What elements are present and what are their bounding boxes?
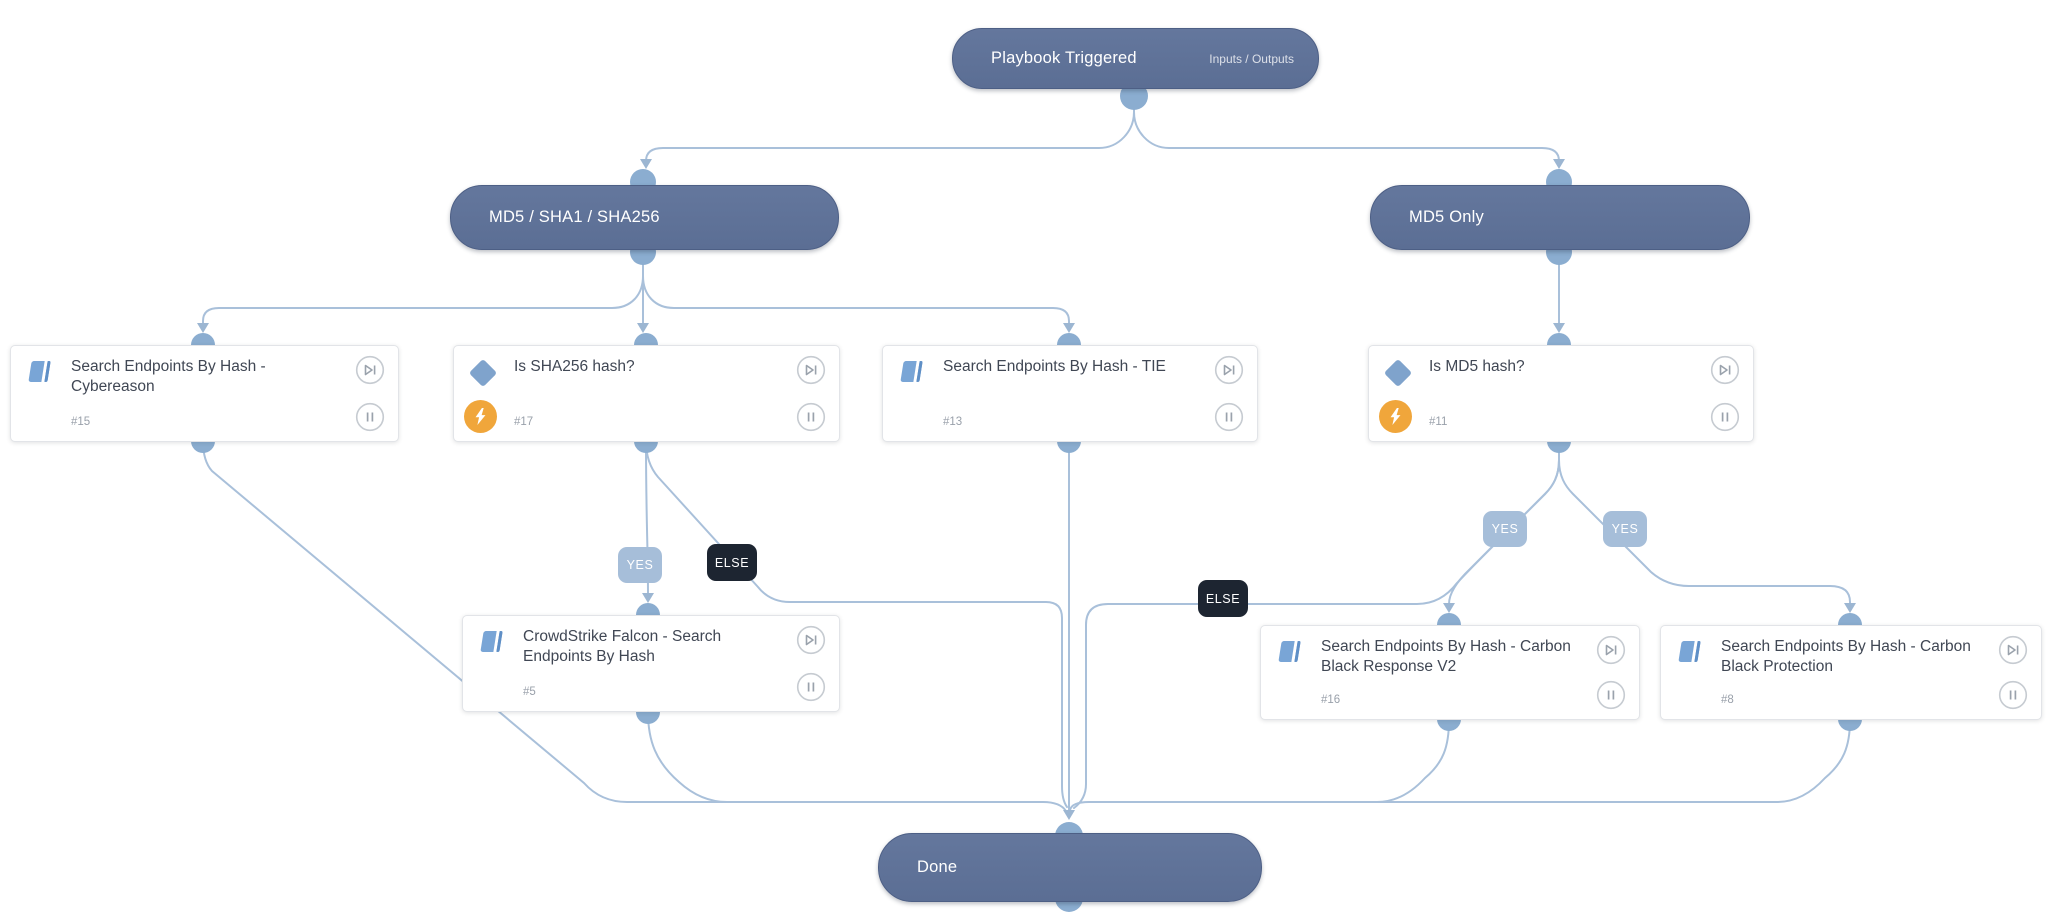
edge-label-yes-md5-protection: YES [1603,511,1647,547]
arrowhead [637,323,649,333]
task-id: #11 [1429,416,1448,428]
book-icon [898,359,926,385]
book-icon [1276,639,1304,665]
task-id: #13 [943,416,963,428]
edge-branch-to-tie [642,251,1070,328]
edge-md5-yes-protection [1558,440,1851,608]
edge-label-else-md5: ELSE [1198,580,1248,617]
arrowhead [1844,603,1856,613]
edge-response-to-done [1069,719,1450,811]
task-card-carbon-black-protection[interactable]: Search Endpoints By Hash - Carbon Black … [1660,625,2042,720]
book-icon [478,629,506,655]
pause-task-icon[interactable] [796,672,826,702]
inputs-outputs-link[interactable]: Inputs / Outputs [1209,51,1294,66]
branch-md5-sha1-sha256-label: MD5 / SHA1 / SHA256 [489,208,660,226]
task-title: CrowdStrike Falcon - Search Endpoints By… [523,628,722,665]
branch-md5-only-label: MD5 Only [1409,208,1484,226]
pause-task-icon[interactable] [1710,402,1740,432]
task-card-search-cybereason[interactable]: Search Endpoints By Hash - Cybereason #1… [10,345,399,442]
book-icon [26,359,54,385]
arrowhead [640,159,652,169]
task-title: Search Endpoints By Hash - Cybereason [71,358,266,395]
task-card-search-tie[interactable]: Search Endpoints By Hash - TIE #13 [882,345,1258,442]
diamond-condition-icon [468,358,498,388]
diamond-condition-icon [1383,358,1413,388]
pause-task-icon[interactable] [796,402,826,432]
edge-crowdstrike-to-done [647,711,901,803]
arrowhead [1553,159,1565,169]
task-id: #17 [514,416,534,428]
arrowhead [1063,323,1075,333]
edge-sha256-else [645,440,1068,808]
task-id: #5 [523,686,536,698]
task-id: #8 [1721,694,1734,706]
task-id: #15 [71,416,91,428]
playbook-triggered-label: Playbook Triggered [991,49,1137,67]
bolt-icon [464,400,497,433]
arrowhead [1443,603,1455,613]
book-icon [1676,639,1704,665]
edge-md5-else [1073,440,1560,809]
pause-task-icon[interactable] [1998,680,2028,710]
task-title: Search Endpoints By Hash - TIE [943,358,1166,375]
task-id: #16 [1321,694,1341,706]
task-card-carbon-black-response[interactable]: Search Endpoints By Hash - Carbon Black … [1260,625,1640,720]
skip-task-icon[interactable] [796,355,826,385]
edge-cybereason-to-done [202,440,1067,812]
task-title: Search Endpoints By Hash - Carbon Black … [1321,638,1571,675]
playbook-triggered-node[interactable]: Playbook Triggered Inputs / Outputs [952,28,1319,89]
arrowhead [642,593,654,603]
pause-task-icon[interactable] [355,402,385,432]
skip-task-icon[interactable] [1998,635,2028,665]
done-node[interactable]: Done [878,833,1262,902]
task-card-crowdstrike-search[interactable]: CrowdStrike Falcon - Search Endpoints By… [462,615,840,712]
pause-task-icon[interactable] [1214,402,1244,432]
branch-md5-sha1-sha256-node[interactable]: MD5 / SHA1 / SHA256 [450,185,839,250]
skip-task-icon[interactable] [1596,635,1626,665]
connector-dot [1120,82,1148,110]
task-title: Is SHA256 hash? [514,358,635,375]
edge-label-yes-md5-response: YES [1483,511,1527,547]
arrowhead [1063,810,1075,820]
branch-md5-only-node[interactable]: MD5 Only [1370,185,1750,250]
edge-branch-to-cybereason [202,251,644,328]
skip-task-icon[interactable] [796,625,826,655]
skip-task-icon[interactable] [1710,355,1740,385]
edge-protection-to-done [1376,719,1851,803]
edge-label-yes-sha256: YES [618,547,662,583]
task-card-is-sha256-hash[interactable]: Is SHA256 hash? #17 [453,345,840,442]
arrowhead [1553,323,1565,333]
arrowhead [197,323,209,333]
skip-task-icon[interactable] [1214,355,1244,385]
bolt-icon [1379,400,1412,433]
skip-task-icon[interactable] [355,355,385,385]
edge-playbook-to-left-branch [645,94,1135,164]
task-title: Search Endpoints By Hash - Carbon Black … [1721,638,1971,675]
pause-task-icon[interactable] [1596,680,1626,710]
task-title: Is MD5 hash? [1429,358,1525,375]
edge-label-else-sha256: ELSE [707,544,757,581]
done-label: Done [917,858,958,876]
edge-playbook-to-right-branch [1133,94,1560,164]
task-card-is-md5-hash[interactable]: Is MD5 hash? #11 [1368,345,1754,442]
